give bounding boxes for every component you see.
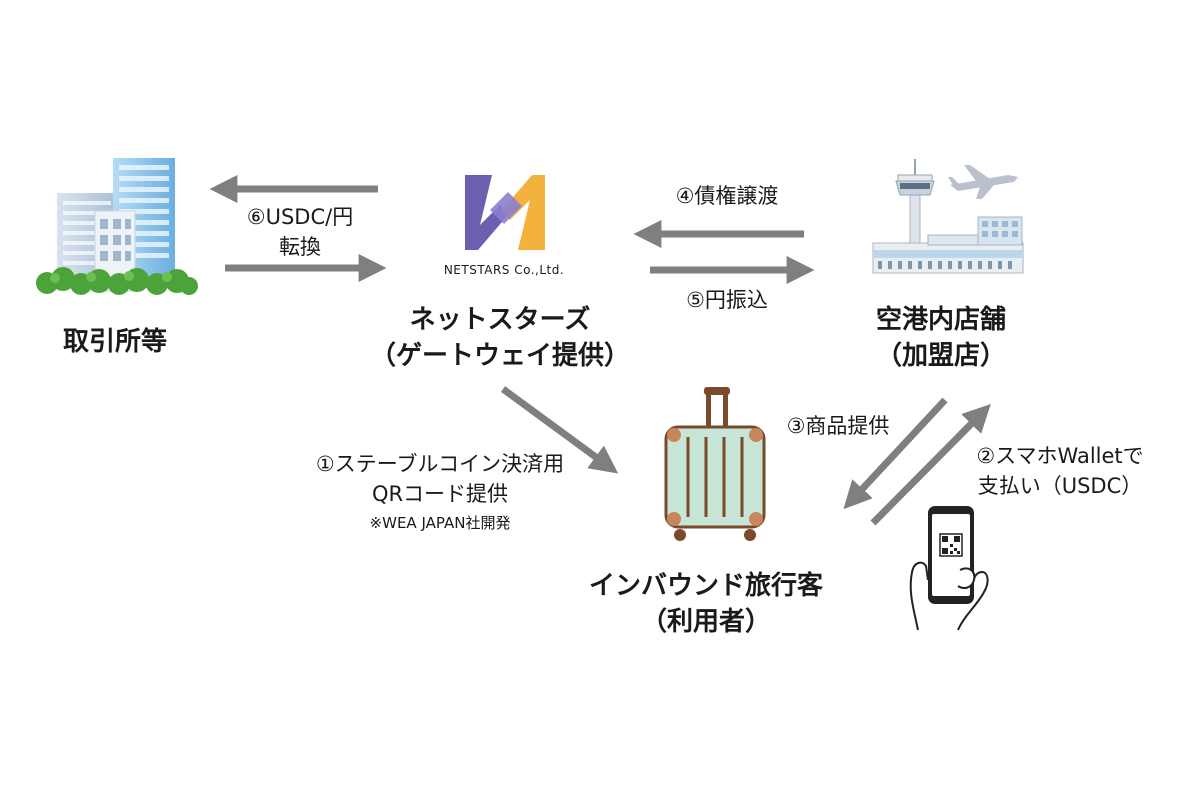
suitcase-icon bbox=[664, 387, 766, 541]
smartphone-qr-icon bbox=[909, 506, 989, 631]
arrow-step2 bbox=[870, 404, 991, 526]
step2-line2: 支払い（USDC） bbox=[977, 474, 1143, 498]
netstars-label: ネットスターズ （ゲートウェイ提供） bbox=[370, 302, 630, 374]
traveler-label: インバウンド旅行客 （利用者） bbox=[589, 568, 823, 640]
step6-label: ⑥USDC/円 転換 bbox=[247, 202, 353, 262]
arrow-step1 bbox=[500, 386, 619, 474]
exchange-label: 取引所等 bbox=[62, 327, 168, 357]
step4-label: ④債権譲渡 bbox=[675, 184, 779, 208]
step6-line1: ⑥USDC/円 bbox=[246, 205, 354, 229]
step5-label: ⑤円振込 bbox=[686, 288, 768, 312]
office-building-icon bbox=[36, 158, 198, 295]
netstars-label-line1: ネットスターズ bbox=[409, 305, 591, 335]
step3-label: ③商品提供 bbox=[786, 414, 890, 438]
airplane-icon bbox=[948, 165, 1018, 199]
airport-shop-label-line2: （加盟店） bbox=[875, 341, 1007, 371]
arrow-step3 bbox=[843, 397, 948, 510]
qr-code-icon bbox=[939, 533, 963, 557]
netstars-logo bbox=[465, 175, 545, 250]
airport-shop-label: 空港内店舗 （加盟店） bbox=[876, 302, 1006, 374]
step1-line1: ①ステーブルコイン決済用 bbox=[315, 452, 565, 476]
step2-line1: ②スマホWalletで bbox=[976, 444, 1144, 468]
netstars-logo-text: NETSTARS Co.,Ltd. bbox=[443, 263, 565, 277]
step1-line2: QRコード提供 bbox=[371, 482, 509, 506]
netstars-label-line2: （ゲートウェイ提供） bbox=[369, 341, 631, 371]
traveler-label-line1: インバウンド旅行客 bbox=[588, 571, 824, 601]
step2-label: ②スマホWalletで 支払い（USDC） bbox=[976, 441, 1143, 501]
traveler-label-line2: （利用者） bbox=[640, 607, 772, 637]
airport-icon bbox=[872, 159, 1024, 274]
step6-line2: 転換 bbox=[279, 235, 321, 259]
step1-label: ①ステーブルコイン決済用 QRコード提供 bbox=[316, 449, 564, 509]
airport-shop-label-line1: 空港内店舗 bbox=[875, 305, 1007, 335]
step1-note: ※WEA JAPAN社開発 bbox=[369, 514, 511, 532]
